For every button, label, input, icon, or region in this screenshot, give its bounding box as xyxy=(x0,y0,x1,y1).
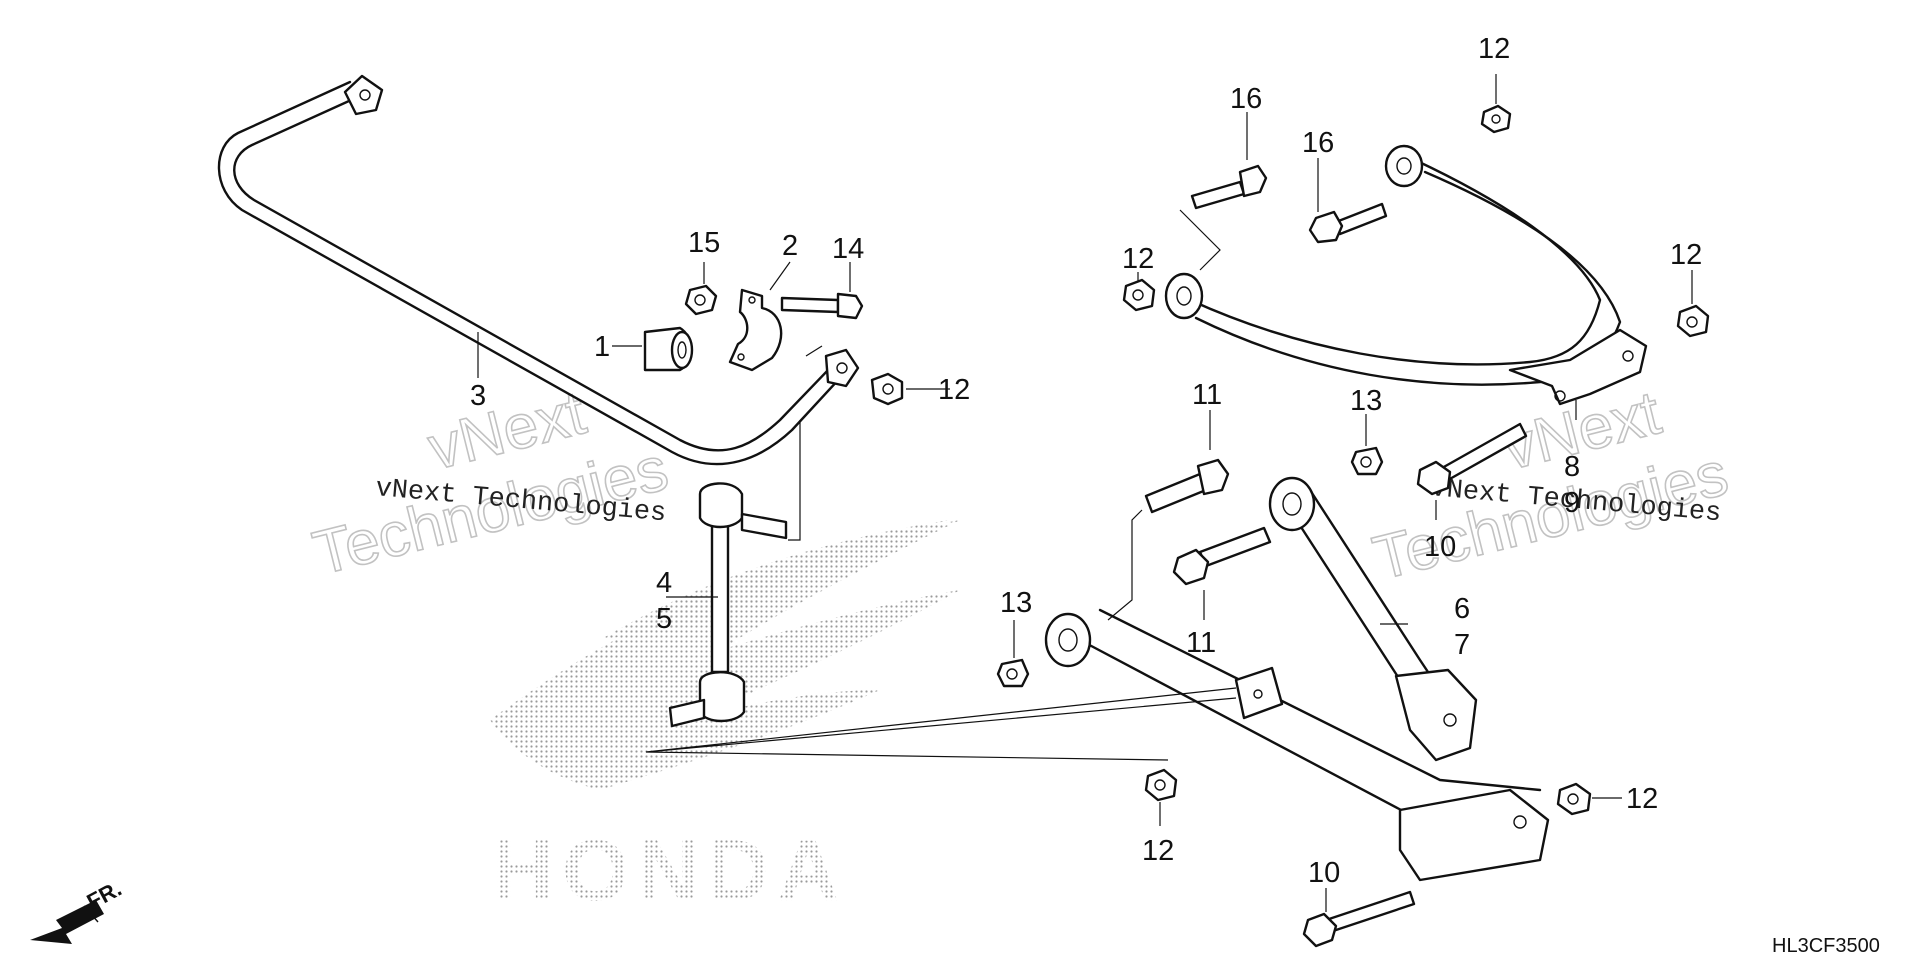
callout-12-top: 12 xyxy=(1478,33,1510,65)
bushing xyxy=(643,326,694,372)
callout-10-lower: 10 xyxy=(1308,857,1340,889)
callout-7: 7 xyxy=(1454,629,1470,661)
bolt-16-left xyxy=(1190,164,1268,210)
callout-3: 3 xyxy=(470,380,486,412)
collar-13-left xyxy=(996,658,1030,688)
callout-1: 1 xyxy=(594,331,610,363)
callout-6: 6 xyxy=(1454,593,1470,625)
callout-15: 15 xyxy=(688,227,720,259)
lower-arm xyxy=(1044,476,1550,882)
callout-4: 4 xyxy=(656,567,672,599)
nut-12-upper-left xyxy=(1122,278,1156,312)
callout-2: 2 xyxy=(782,230,798,262)
bolt-16-right xyxy=(1308,202,1388,244)
leader-lines xyxy=(477,74,1693,912)
callout-13-right: 13 xyxy=(1350,385,1382,417)
callout-14: 14 xyxy=(832,233,864,265)
nut-12-lower-left xyxy=(1144,768,1178,802)
callout-12-bar: 12 xyxy=(938,374,970,406)
bolt-11-lower xyxy=(1172,526,1272,586)
nut-12-upper-right xyxy=(1676,304,1710,338)
diagram-code: HL3CF3500 xyxy=(1772,935,1880,957)
stabilizer-bar xyxy=(217,74,860,466)
upper-arm xyxy=(1164,144,1648,406)
collar-13-right xyxy=(1350,446,1384,476)
callout-8: 8 xyxy=(1564,451,1580,483)
callout-11-lower: 11 xyxy=(1186,627,1216,659)
callout-5: 5 xyxy=(656,603,672,635)
callout-16-right: 16 xyxy=(1302,127,1334,159)
callout-16-left: 16 xyxy=(1230,83,1262,115)
nut-12-bar xyxy=(870,372,904,406)
callout-12-lower-right: 12 xyxy=(1626,783,1658,815)
watermark-left: vNext Technologies vNext Technologies xyxy=(306,377,675,589)
callout-13-left: 13 xyxy=(1000,587,1032,619)
callout-9: 9 xyxy=(1564,487,1580,519)
callout-12-upper-left: 12 xyxy=(1122,243,1154,275)
bolt-11-upper xyxy=(1144,458,1230,514)
bolt-10-lower xyxy=(1302,890,1416,948)
nut-12-lower-right xyxy=(1556,782,1592,816)
nut-12-top xyxy=(1480,104,1512,134)
nut-15 xyxy=(684,284,718,316)
callout-11-upper: 11 xyxy=(1192,379,1222,411)
stabilizer-link xyxy=(668,482,788,728)
bolt-10-upper xyxy=(1416,422,1528,496)
holder-bracket xyxy=(728,288,783,372)
front-direction-arrow xyxy=(30,900,104,944)
callout-12-upper-right: 12 xyxy=(1670,239,1702,271)
callout-labels: 1 2 3 4 5 6 7 8 9 10 10 11 11 12 12 12 1… xyxy=(470,33,1702,889)
bolt-14 xyxy=(780,292,864,320)
callout-12-lower-left: 12 xyxy=(1142,835,1174,867)
callout-10-upper: 10 xyxy=(1424,531,1456,563)
honda-logo-text: HONDA xyxy=(492,823,847,919)
